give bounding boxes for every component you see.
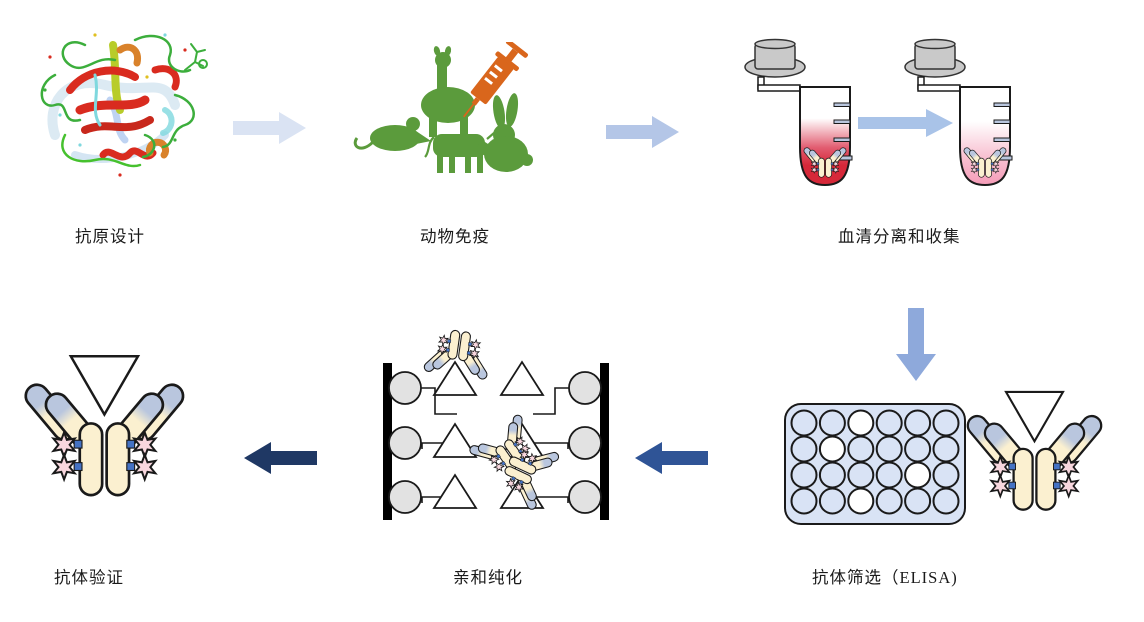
protein-structure-icon bbox=[40, 33, 208, 177]
step-label-antibody-screening: 抗体筛选（ELISA) bbox=[812, 568, 958, 587]
step-label-antigen-design: 抗原设计 bbox=[75, 227, 145, 246]
step-label-affinity-purification: 亲和纯化 bbox=[453, 568, 523, 587]
plate-well-positive bbox=[904, 461, 932, 489]
tube-graduations bbox=[832, 102, 853, 161]
plate-well bbox=[790, 461, 818, 489]
animal-silhouettes bbox=[353, 46, 533, 173]
elisa-plate-wells bbox=[790, 409, 960, 515]
plate-well bbox=[932, 435, 960, 463]
plate-well bbox=[875, 487, 903, 515]
screening-antibody-icon bbox=[963, 388, 1108, 528]
flow-arrow-5-icon bbox=[244, 442, 317, 474]
plate-well-positive bbox=[847, 409, 875, 437]
plate-well bbox=[932, 487, 960, 515]
plate-well bbox=[790, 409, 818, 437]
column-wall-right bbox=[600, 363, 609, 520]
flow-arrow-down-icon bbox=[896, 308, 936, 381]
tube-transfer-arrow-icon bbox=[858, 109, 953, 137]
plate-well bbox=[932, 461, 960, 489]
plate-well bbox=[875, 409, 903, 437]
plate-well bbox=[818, 409, 846, 437]
plate-well bbox=[818, 487, 846, 515]
serum-tube-whole-blood-icon bbox=[744, 38, 853, 187]
step-label-animal-immunization: 动物免疫 bbox=[420, 227, 490, 246]
plate-well bbox=[904, 409, 932, 437]
cap-hinge bbox=[917, 76, 961, 92]
immunization-animals-icon bbox=[353, 42, 533, 173]
confetti-dots bbox=[43, 33, 187, 177]
step-label-serum-separation: 血清分离和收集 bbox=[838, 227, 961, 246]
plate-well bbox=[904, 487, 932, 515]
affinity-column-icon bbox=[383, 322, 609, 520]
tube-graduations bbox=[992, 102, 1013, 161]
plate-well bbox=[818, 461, 846, 489]
syringe-icon bbox=[463, 42, 528, 118]
flow-arrow-1-icon bbox=[233, 112, 306, 144]
elisa-microplate-icon bbox=[784, 403, 966, 525]
plate-well-positive bbox=[847, 487, 875, 515]
cap-hinge bbox=[757, 76, 801, 92]
step-label-antibody-validation: 抗体验证 bbox=[54, 568, 124, 587]
plate-well bbox=[790, 487, 818, 515]
plate-well bbox=[847, 461, 875, 489]
plate-well bbox=[790, 435, 818, 463]
serum-tube-separated-icon bbox=[904, 38, 1013, 187]
plate-well-positive bbox=[818, 435, 846, 463]
plate-well bbox=[875, 435, 903, 463]
flow-arrow-4-icon bbox=[635, 442, 708, 474]
flow-arrow-2-icon bbox=[606, 116, 679, 148]
plate-well bbox=[932, 409, 960, 437]
linker-lines bbox=[421, 387, 569, 503]
plate-well bbox=[847, 435, 875, 463]
plate-well bbox=[904, 435, 932, 463]
validated-antibody-icon bbox=[20, 350, 190, 510]
plate-well bbox=[875, 461, 903, 489]
column-wall-left bbox=[383, 363, 392, 520]
resin-beads bbox=[388, 371, 602, 514]
